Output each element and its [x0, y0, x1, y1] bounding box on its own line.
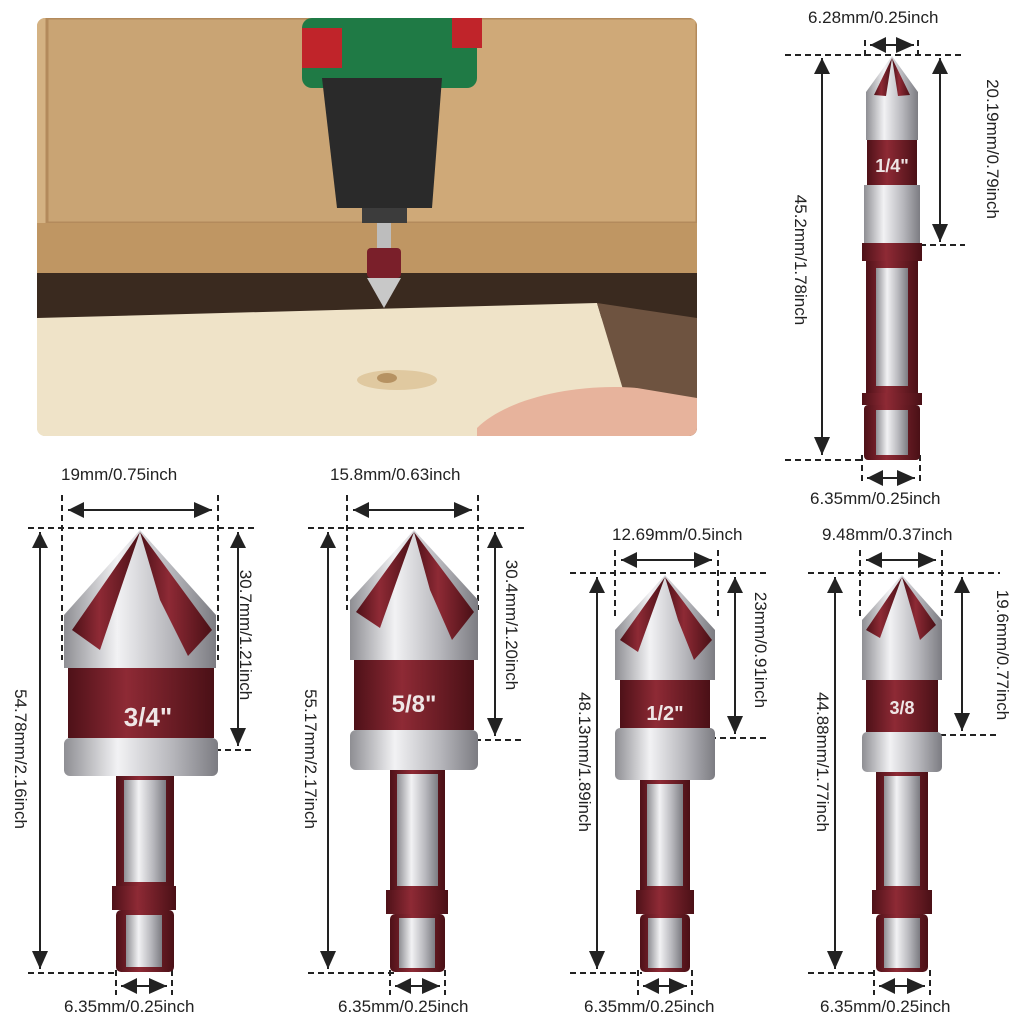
bit-1-4: 1/4": [785, 37, 965, 486]
bit-width-label: 19mm/0.75inch: [61, 465, 178, 484]
shank-width-label: 6.35mm/0.25inch: [64, 997, 195, 1016]
bit-size-label: 3/8: [889, 698, 914, 718]
shank-width-label: 6.35mm/0.25inch: [584, 997, 715, 1016]
bit-size-label: 1/2": [646, 703, 683, 725]
head-height-label: 20.19mm/0.79inch: [983, 79, 1002, 219]
total-length-label: 45.2mm/1.78inch: [791, 194, 810, 326]
drill-scene-illustration: [37, 18, 697, 436]
product-photo: [37, 18, 697, 436]
head-height-label: 30.7mm/1.21inch: [236, 569, 255, 701]
head-height-label: 23mm/0.91inch: [751, 591, 770, 709]
bit-size-label: 3/4": [124, 702, 172, 732]
total-length-label: 48.13mm/1.89inch: [575, 692, 594, 832]
bit-size-label: 5/8": [392, 691, 437, 718]
total-length-label: 55.17mm/2.17inch: [301, 689, 320, 829]
tip-width-label: 6.28mm/0.25inch: [808, 8, 939, 27]
bit-size-label: 1/4": [875, 156, 909, 176]
bit-width-label: 15.8mm/0.63inch: [330, 465, 461, 484]
bit-5-8: 5/8": [308, 495, 525, 995]
bit-3-4: 3/4": [28, 495, 255, 995]
total-length-label: 44.88mm/1.77inch: [813, 692, 832, 832]
head-height-label: 19.6mm/0.77inch: [993, 589, 1012, 721]
shank-width-label: 6.35mm/0.25inch: [820, 997, 951, 1016]
shank-width-label: 6.35mm/0.25inch: [338, 997, 469, 1016]
bit-width-label: 9.48mm/0.37inch: [822, 525, 953, 544]
bit-1-2: 1/2": [570, 550, 770, 995]
bit-width-label: 12.69mm/0.5inch: [612, 525, 743, 544]
head-height-label: 30.4mm/1.20inch: [502, 559, 521, 691]
bit-3-8: 3/8: [808, 550, 1000, 995]
total-length-label: 54.78mm/2.16inch: [11, 689, 30, 829]
shank-width-label: 6.35mm/0.25inch: [810, 489, 941, 508]
